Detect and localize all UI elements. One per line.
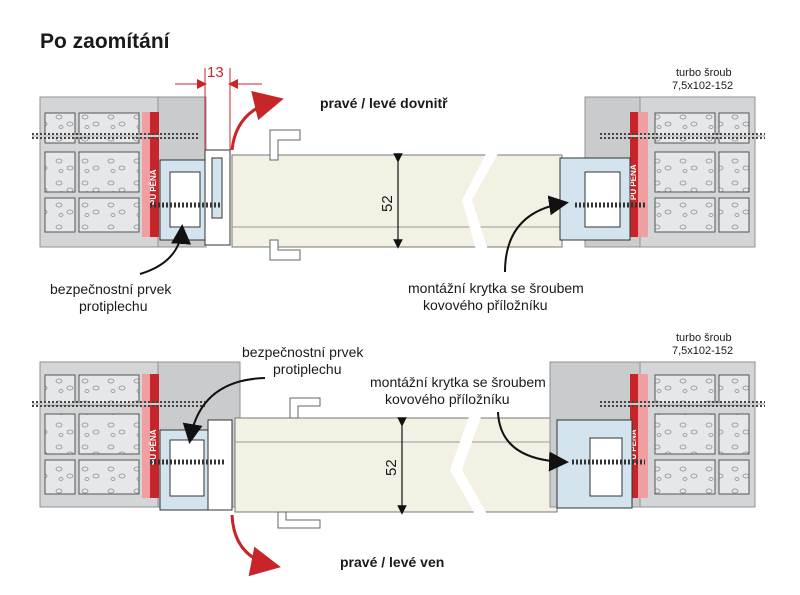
opening-direction-arrow xyxy=(230,514,281,577)
right-callout: montážní krytka se šroubem xyxy=(408,280,584,296)
bracket xyxy=(269,239,301,261)
top-section: PU PĚNA xyxy=(32,64,765,314)
bracket xyxy=(289,397,321,419)
direction-label: pravé / levé dovnitř xyxy=(320,95,448,111)
left-wall xyxy=(39,361,241,508)
bottom-section: PU PĚNA PU PĚ xyxy=(32,332,765,577)
right-frame-profile xyxy=(559,157,645,241)
bracket xyxy=(277,511,321,529)
right-wall xyxy=(584,96,756,248)
right-frame-profile xyxy=(556,419,645,509)
screw-label-spec: 7,5x102-152 xyxy=(672,80,733,92)
right-callout: montážní krytka se šroubem xyxy=(370,374,546,390)
right-callout-2: kovového příložníku xyxy=(423,297,548,313)
gap-dimension: 13 xyxy=(207,64,224,81)
callout-arrow xyxy=(497,411,569,472)
left-frame-profile xyxy=(150,419,233,511)
callout-arrow xyxy=(182,377,266,444)
left-callout: bezpečnostní prvek xyxy=(242,344,364,360)
left-callout-2: protiplechu xyxy=(273,361,342,377)
screw-label: turbo šroub xyxy=(676,332,732,344)
opening-direction-arrow xyxy=(230,90,284,151)
bracket xyxy=(269,129,301,161)
page-title: Po zaomítání xyxy=(40,30,171,53)
callout-arrow xyxy=(139,224,192,275)
right-wall xyxy=(549,361,756,508)
foam-label: PU PĚNA xyxy=(629,164,638,200)
screw-label: turbo šroub xyxy=(676,67,732,79)
foam-label: PU PĚNA xyxy=(149,169,158,205)
left-callout-2: protiplechu xyxy=(79,298,148,314)
screw-label-spec: 7,5x102-152 xyxy=(672,345,733,357)
foam-label: PU PĚNA xyxy=(149,429,158,465)
callout-arrow xyxy=(504,195,569,273)
foam-label: PU PĚNA xyxy=(629,429,638,465)
right-callout-2: kovového příložníku xyxy=(385,391,510,407)
thickness-value: 52 xyxy=(379,195,396,212)
left-callout: bezpečnostní prvek xyxy=(50,281,172,297)
left-frame-profile xyxy=(150,149,231,246)
direction-label: pravé / levé ven xyxy=(340,554,444,570)
thickness-value: 52 xyxy=(383,459,400,476)
